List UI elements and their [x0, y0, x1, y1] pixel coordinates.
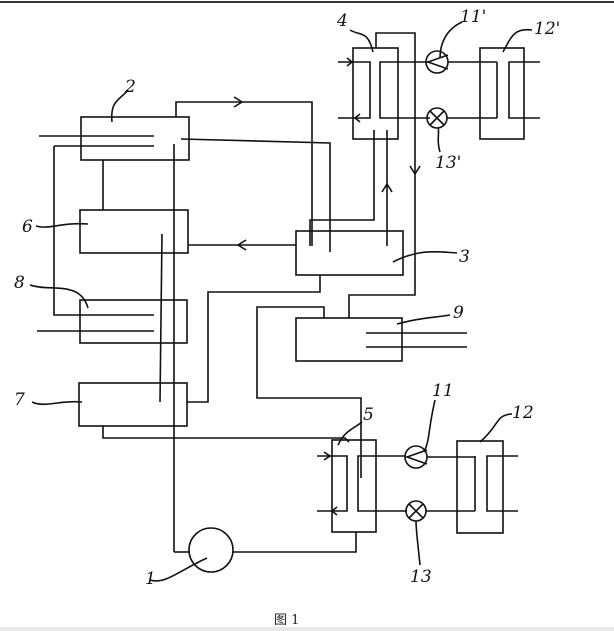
component-4 — [338, 32, 430, 318]
label-13: 13 — [410, 567, 432, 587]
label-11-prime: 11' — [460, 7, 486, 27]
pipe-7-5 — [102, 426, 350, 443]
bottom-band — [0, 627, 614, 631]
component-3 — [295, 130, 404, 276]
arrow-left-icon — [236, 239, 247, 251]
label-1: 1 — [145, 569, 156, 589]
label-8: 8 — [14, 273, 25, 293]
label-6: 6 — [22, 217, 33, 237]
label-5: 5 — [363, 405, 374, 425]
pipe-6-7 — [159, 233, 163, 403]
component-9 — [295, 317, 467, 362]
pump-1 — [174, 527, 357, 573]
leader-lines — [29, 21, 533, 582]
pump-11-prime — [425, 50, 449, 74]
component-6 — [79, 160, 189, 254]
label-12: 12 — [512, 403, 534, 423]
arrow-right-icon — [233, 96, 244, 108]
component-2 — [39, 116, 190, 316]
pump-11 — [404, 445, 428, 469]
label-4: 4 — [336, 11, 348, 31]
label-13-prime: 13' — [435, 153, 461, 173]
pipe-3-7 — [187, 275, 321, 403]
component-8 — [37, 299, 188, 344]
label-9: 9 — [453, 303, 464, 323]
pipe-2-3-top — [175, 101, 313, 246]
label-11: 11 — [432, 381, 454, 401]
label-2: 2 — [124, 77, 136, 97]
pipe-9-5 — [256, 306, 362, 478]
arrow-up-icon — [381, 182, 393, 193]
pipe-2-3 — [180, 138, 331, 252]
component-7 — [78, 382, 188, 427]
label-7: 7 — [14, 390, 25, 410]
component-12-prime — [479, 47, 540, 140]
figure-caption: 图 1 — [274, 613, 299, 628]
label-3: 3 — [459, 247, 470, 267]
component-5 — [317, 439, 407, 533]
component-12 — [456, 440, 518, 534]
label-12-prime: 12' — [534, 19, 560, 39]
valve-13 — [405, 500, 427, 522]
